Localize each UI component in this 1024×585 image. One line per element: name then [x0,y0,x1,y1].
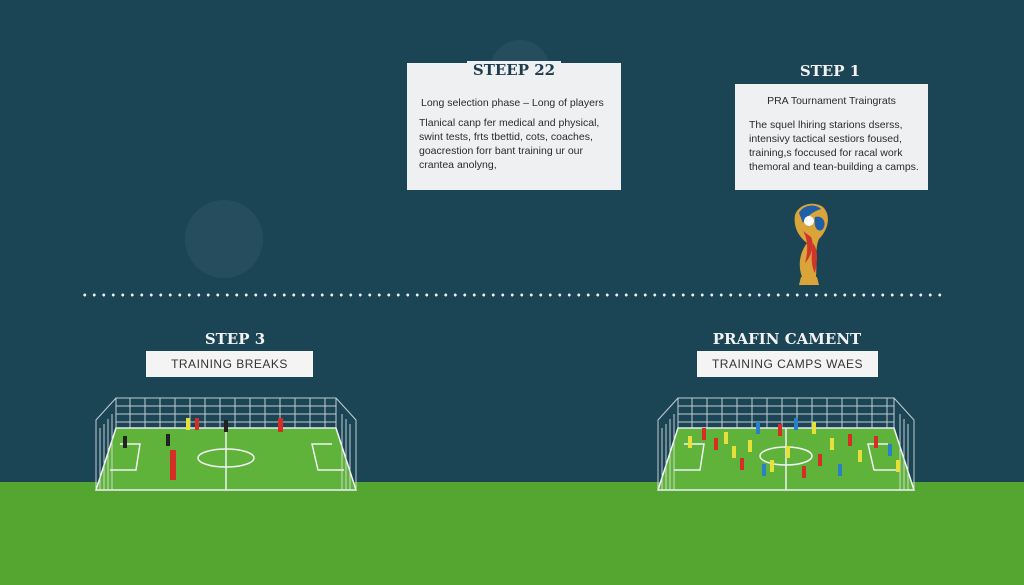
training-pitch-left [94,397,358,491]
step-1-subtitle: PRA Tournament Traingrats [767,95,896,107]
background-bubble [185,200,263,278]
training-pitch-right [656,397,916,491]
step-22-body-line: swint tests, frts tbettid, cots, coaches… [419,131,593,143]
players [123,418,283,480]
world-cup-trophy-icon [794,203,828,285]
step-1-body-line: intensivy tactical sestiors foused, [749,133,902,145]
step-1-card: PRA Tournament Traingrats The squel lhir… [735,84,928,190]
step-1-body-line: themoral and tean-building a camps. [749,161,919,173]
step-3-title: STEP 3 [204,330,266,348]
players [688,418,900,478]
step-22-title: STEEP 22 [467,61,561,79]
step-1-body-line: The squel lhiring starions dserss, [749,119,903,131]
step-22-body-line: Tlanical canp fer medical and physical, [419,117,600,129]
prafin-title: PRAFIN CAMENT [712,330,862,348]
step-1-title: STEP 1 [799,62,861,80]
grass-ground [0,482,1024,585]
step-22-body-line: crantea anolyng, [419,159,497,171]
prafin-label: TRAINING CAMPS WAES [697,351,878,377]
step-22-card: STEEP 22 Long selection phase – Long of … [407,61,621,190]
step-1-body-line: training,s foccused for racal work [749,147,903,159]
step-22-subtitle: Long selection phase – Long of players [421,97,604,109]
step-22-body: Tlanical canp fer medical and physical, … [419,116,617,172]
dotted-separator [80,293,946,297]
step-22-body-line: goacrestion forr bant training ur our [419,145,584,157]
step-1-body: The squel lhiring starions dserss, inten… [749,118,925,174]
step-3-label: TRAINING BREAKS [146,351,313,377]
